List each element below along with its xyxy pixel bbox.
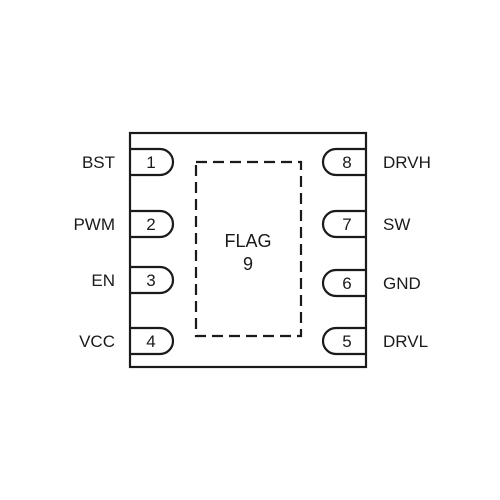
pin-1-label: BST	[82, 153, 115, 172]
pin-6-number: 6	[342, 274, 351, 293]
pin-6-pad	[321, 268, 366, 298]
pin-5-number: 5	[342, 332, 351, 351]
pin-4-label: VCC	[79, 332, 115, 351]
pin-5-label: DRVL	[383, 332, 428, 351]
pin-8-pad	[321, 147, 366, 177]
pin-2-pad	[130, 209, 175, 239]
pin-7-label: SW	[383, 215, 410, 234]
pin-7-pad	[321, 209, 366, 239]
pin-7: 7 SW	[321, 209, 410, 239]
exposed-pad-number: 9	[243, 254, 253, 274]
pin-3-number: 3	[146, 271, 155, 290]
pin-4: 4 VCC	[79, 326, 175, 356]
pin-3-pad	[130, 265, 175, 295]
pin-1-pad	[130, 147, 175, 177]
pin-3: 3 EN	[91, 265, 175, 295]
pin-8-label: DRVH	[383, 153, 431, 172]
pin-3-label: EN	[91, 271, 115, 290]
pin-8-number: 8	[342, 153, 351, 172]
pin-5: 5 DRVL	[321, 326, 428, 356]
pin-2: 2 PWM	[73, 209, 175, 239]
pin-8: 8 DRVH	[321, 147, 431, 177]
pin-4-pad	[130, 326, 175, 356]
pin-2-label: PWM	[73, 215, 115, 234]
pin-6: 6 GND	[321, 268, 421, 298]
pin-4-number: 4	[146, 332, 155, 351]
pin-6-label: GND	[383, 274, 421, 293]
pin-5-pad	[321, 326, 366, 356]
pin-7-number: 7	[342, 215, 351, 234]
pin-1-number: 1	[146, 153, 155, 172]
pin-1: 1 BST	[82, 147, 175, 177]
exposed-pad-outline	[194, 160, 303, 338]
package-body	[128, 131, 368, 369]
pin-2-number: 2	[146, 215, 155, 234]
exposed-pad-name: FLAG	[224, 231, 271, 251]
